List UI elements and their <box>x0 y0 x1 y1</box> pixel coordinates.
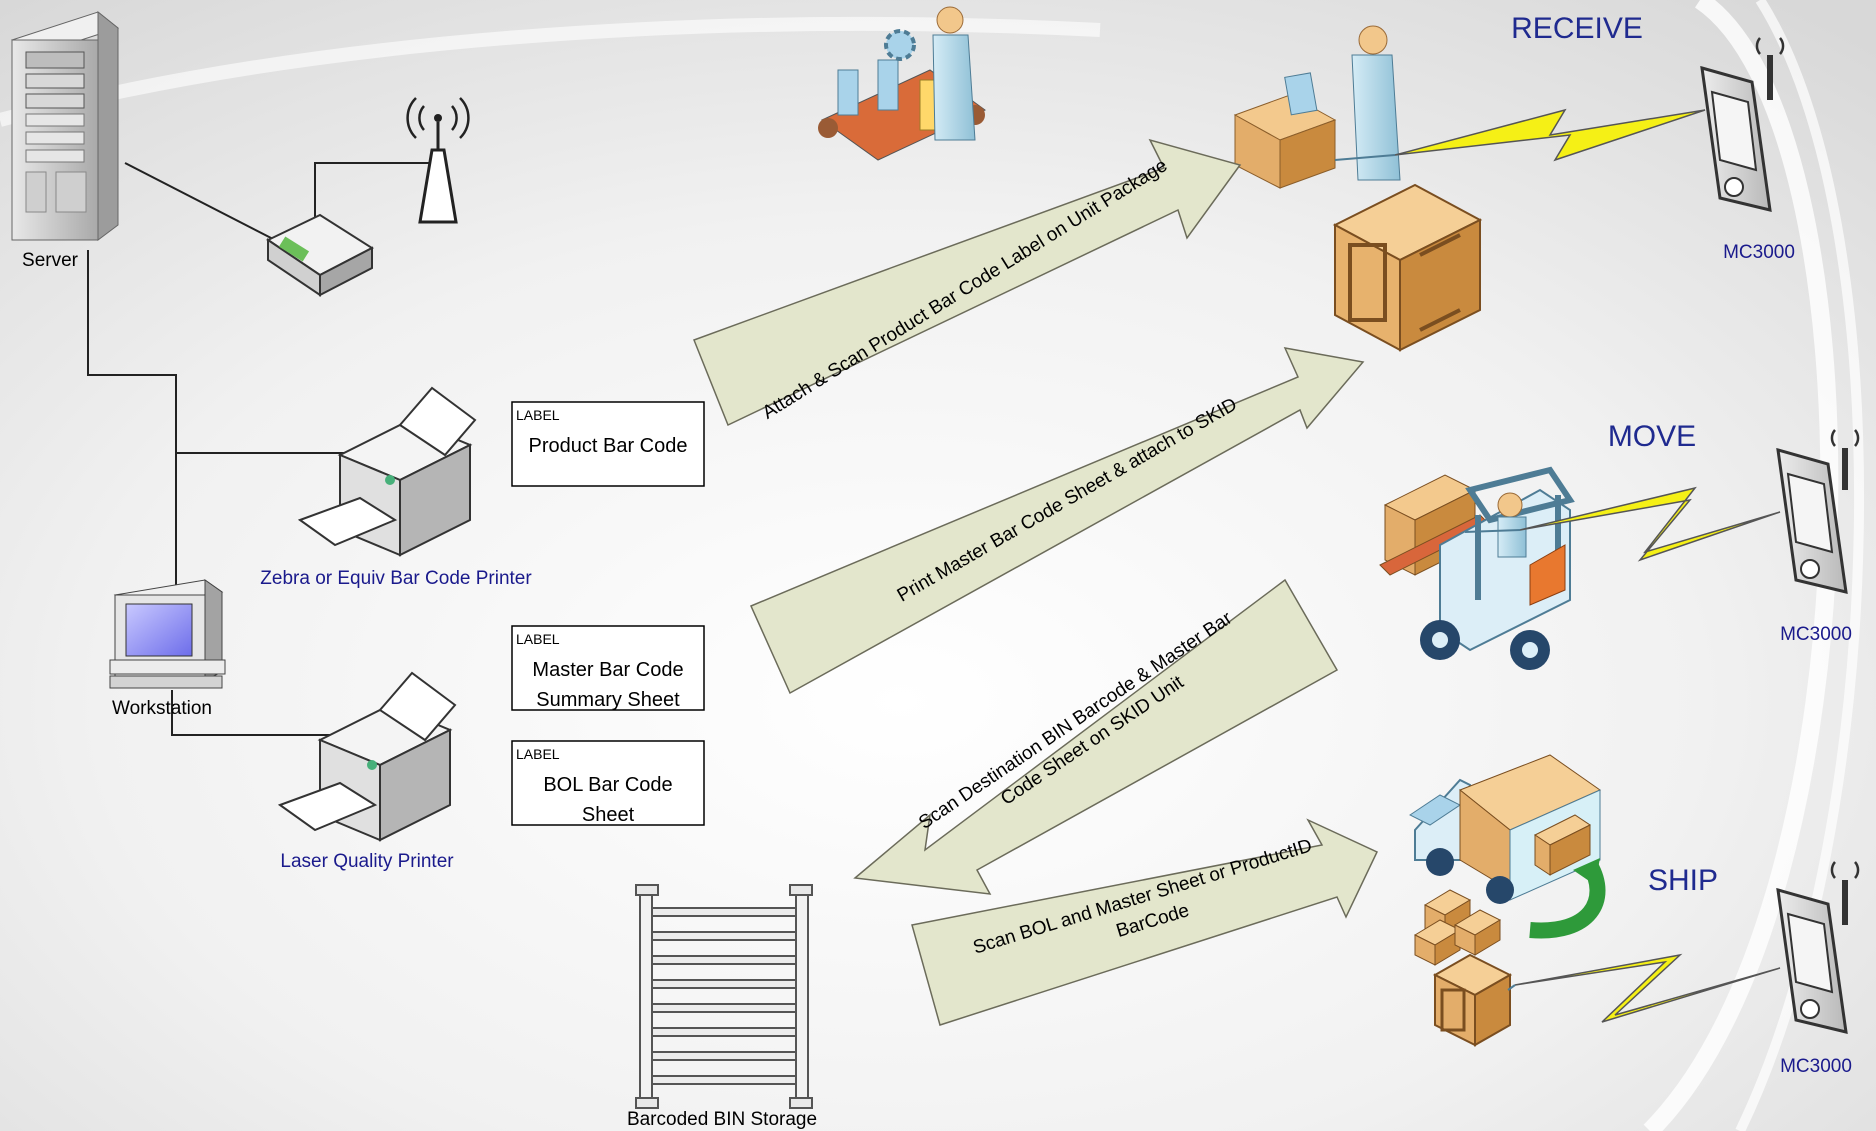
handheld-receive-label: MC3000 <box>1723 242 1795 263</box>
stage-receive-label: RECEIVE <box>1511 12 1643 45</box>
stage-ship-label: SHIP <box>1648 864 1718 897</box>
label-line: Summary Sheet <box>536 689 680 711</box>
wireless-router-icon <box>265 213 375 297</box>
flow-arrow-attach-scan <box>693 138 1242 427</box>
flow-arrow-scan-bol <box>911 818 1379 1026</box>
label-tag: LABEL <box>516 631 560 647</box>
label-box-product: LABEL Product Bar Code <box>511 401 705 487</box>
skid-crate-icon <box>1332 183 1483 352</box>
wireless-link-lightning-move <box>1464 486 1781 562</box>
delivery-truck-icon <box>1409 754 1606 966</box>
handheld-move-label: MC3000 <box>1780 624 1852 645</box>
label-tag: LABEL <box>516 746 560 762</box>
workstation-icon <box>109 579 226 689</box>
bin-storage-label: Barcoded BIN Storage <box>627 1109 817 1130</box>
label-line: Master Bar Code <box>532 659 683 681</box>
handheld-scanner-ship-icon <box>1776 861 1860 1034</box>
handheld-scanner-move-icon <box>1776 429 1860 594</box>
ship-crate-icon <box>1432 953 1513 1047</box>
laser-printer-label: Laser Quality Printer <box>280 851 454 872</box>
handheld-ship-label: MC3000 <box>1780 1056 1852 1077</box>
flow-arrow-scan-destination <box>853 578 1339 895</box>
wireless-link-lightning-ship <box>1507 953 1781 1023</box>
label-box-master: LABEL Master Bar Code Summary Sheet <box>511 625 705 711</box>
label-line: Sheet <box>582 804 635 826</box>
forklift-icon <box>1379 466 1575 670</box>
label-line: BOL Bar Code <box>543 774 672 796</box>
laser-printer-icon <box>277 671 457 842</box>
bin-storage-rack-icon <box>635 884 813 1109</box>
wireless-link-lightning-receive <box>1334 108 1706 162</box>
receiving-worker-icon <box>1233 25 1401 189</box>
label-box-bol: LABEL BOL Bar Code Sheet <box>511 740 705 826</box>
label-tag: LABEL <box>516 407 560 423</box>
background-swoosh <box>0 17 1101 127</box>
workstation-label: Workstation <box>112 698 212 719</box>
antenna-tower-icon <box>406 97 470 224</box>
label-line: Product Bar Code <box>529 435 688 457</box>
stage-move-label: MOVE <box>1608 420 1696 453</box>
network-lines <box>87 162 430 736</box>
zebra-printer-icon <box>297 386 477 557</box>
handheld-scanner-receive-icon <box>1700 37 1785 212</box>
server-icon <box>10 10 120 241</box>
zebra-printer-label: Zebra or Equiv Bar Code Printer <box>260 568 532 589</box>
flow-arrow-print-master <box>750 347 1365 695</box>
server-label: Server <box>22 250 79 271</box>
assembly-line-worker-icon <box>818 6 986 161</box>
